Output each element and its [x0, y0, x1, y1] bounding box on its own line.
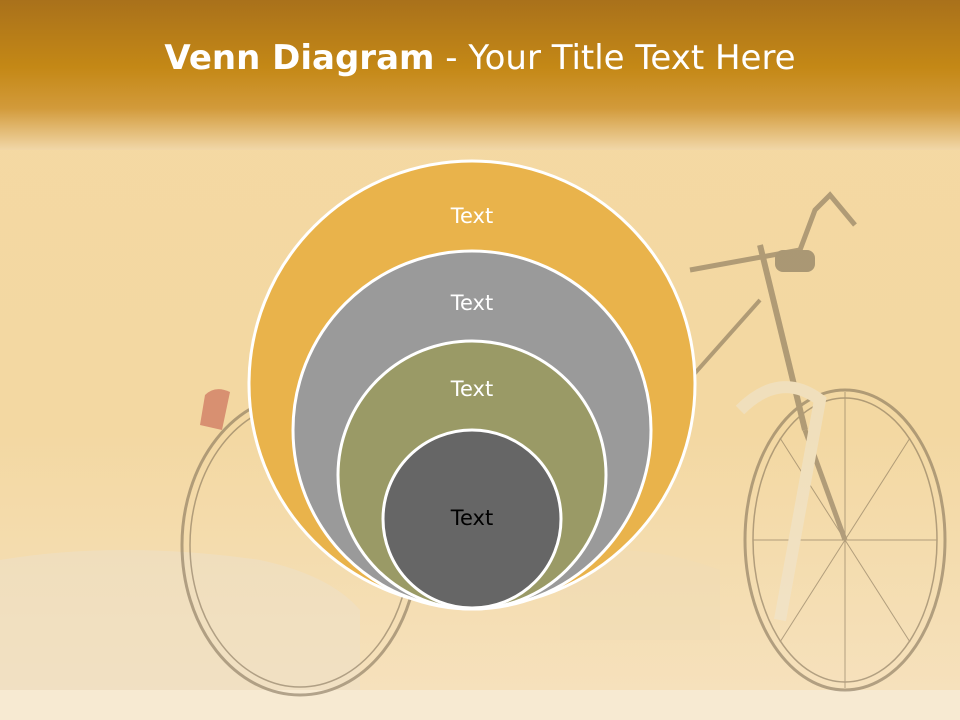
ground: [0, 690, 960, 720]
title-rest: - Your Title Text Here: [434, 38, 796, 78]
title-band: [0, 0, 960, 150]
plaster-patch: [0, 550, 360, 700]
circle-inner-label: Text: [450, 506, 494, 530]
circle-second-label: Text: [450, 291, 494, 315]
circle-third-label: Text: [450, 377, 494, 401]
title-bold: Venn Diagram: [164, 38, 435, 78]
circle-outer-label: Text: [450, 204, 494, 228]
plaster-patch-2: [560, 550, 720, 640]
circle-inner: [381, 428, 563, 610]
slide-title: Venn Diagram - Your Title Text Here: [0, 38, 960, 78]
